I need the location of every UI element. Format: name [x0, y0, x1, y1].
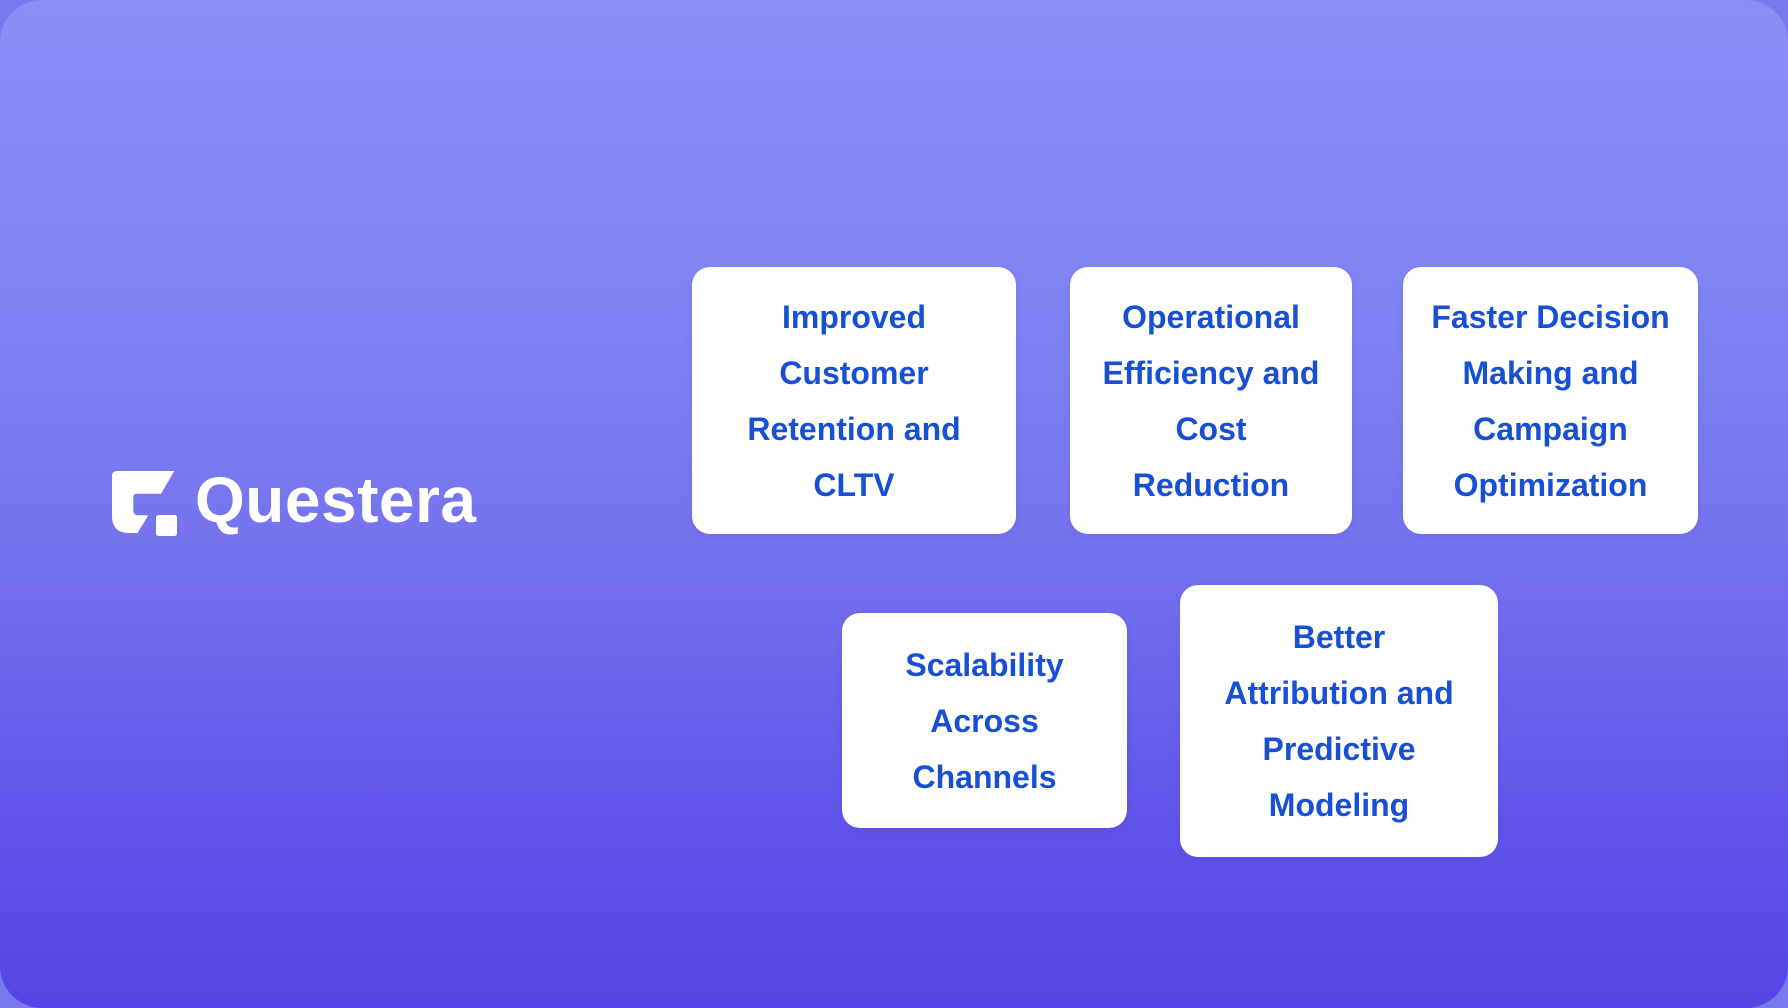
card-faster-decision-making: Faster Decision Making and Campaign Opti…: [1403, 267, 1698, 534]
card-line: Better: [1292, 619, 1386, 655]
card-line: Customer: [779, 354, 929, 391]
card-line: Reduction: [1132, 466, 1290, 503]
card-line: Channels: [912, 758, 1057, 795]
card-line: Predictive: [1262, 731, 1416, 767]
card-line: Making and: [1462, 354, 1639, 391]
card-line: Cost: [1175, 410, 1247, 447]
brand-wordmark: Questera: [195, 464, 477, 536]
card-line: Faster Decision: [1431, 298, 1670, 335]
card-line: CLTV: [813, 466, 895, 503]
card-line: Operational: [1122, 298, 1300, 335]
card-line: Efficiency and: [1102, 354, 1320, 391]
card-better-attribution-modeling: Better Attribution and Predictive Modeli…: [1180, 585, 1498, 857]
card-line: Retention and: [747, 410, 961, 447]
brand-logo: Questera: [112, 464, 477, 536]
card-improved-retention-cltv: Improved Customer Retention and CLTV: [692, 267, 1016, 534]
card-operational-efficiency: Operational Efficiency and Cost Reductio…: [1070, 267, 1352, 534]
card-line: Scalability: [905, 646, 1064, 683]
card-line: Campaign: [1473, 410, 1628, 447]
card-scalability-channels: Scalability Across Channels: [842, 613, 1127, 828]
card-line: Modeling: [1268, 787, 1410, 823]
questera-logomark-icon: [112, 470, 178, 536]
card-line: Improved: [781, 298, 927, 335]
card-line: Across: [930, 702, 1039, 739]
card-line: Optimization: [1453, 466, 1648, 503]
card-line: Attribution and: [1224, 675, 1454, 711]
